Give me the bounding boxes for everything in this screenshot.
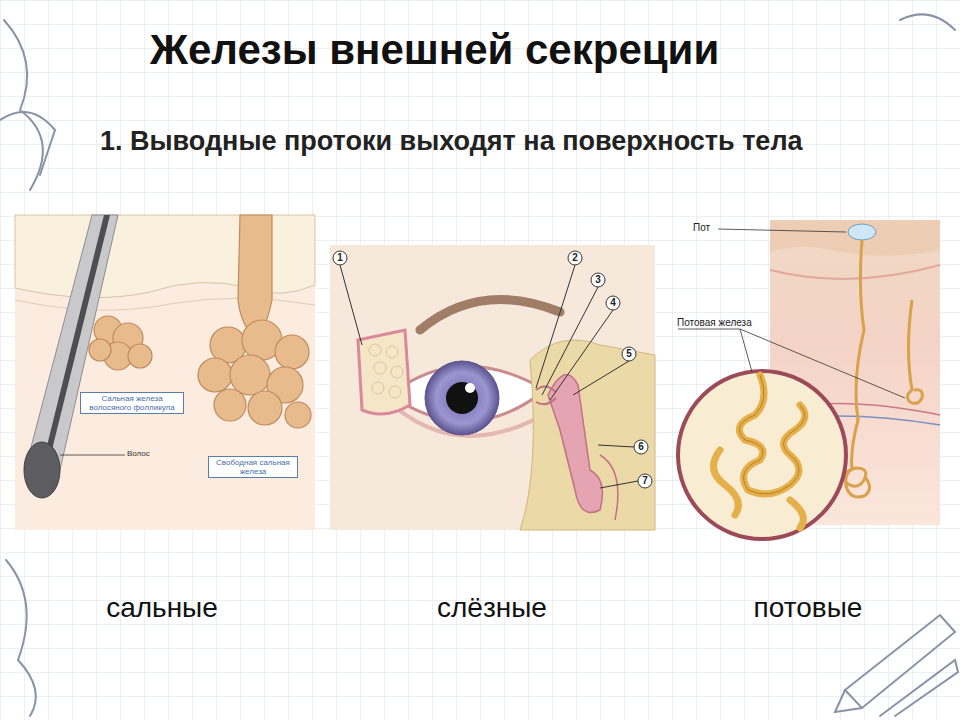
- panel-caption: потовые: [708, 592, 908, 624]
- part-label: Потовая железа: [677, 317, 752, 328]
- eye-illustration-part: [548, 375, 602, 513]
- callout-circles-part: [622, 347, 636, 361]
- eye-illustration-part: [369, 344, 403, 398]
- sebaceous-illustration-part: [41, 215, 110, 470]
- callout-leaders-part: [600, 481, 638, 488]
- eye-illustration-part: [536, 398, 556, 404]
- sebaceous-illustration-part-part: [285, 402, 311, 428]
- callout-circles: [333, 251, 652, 488]
- sweat-gland-illustration-part-part: [844, 468, 869, 497]
- eye-illustration-part: [425, 361, 499, 435]
- callout-leaders-part: [542, 287, 598, 395]
- leader-lines-part: [718, 229, 846, 232]
- eye-illustration-part: [520, 340, 655, 530]
- eye-illustration-part: [446, 382, 478, 414]
- label-text: Свободная сальная железа: [212, 458, 294, 476]
- leader-lines-part: [740, 329, 905, 398]
- sebaceous-illustration-part-part: [128, 344, 152, 368]
- sebaceous-illustration-part: [15, 215, 315, 530]
- subtitle: 1. Выводные протоки выходят на поверхнос…: [100, 126, 803, 157]
- eye-illustration: [330, 245, 655, 530]
- label-text: Сальная железа волосяного фолликула: [84, 394, 180, 412]
- sweat-gland-illustration-part: [714, 375, 805, 528]
- sweat-gland-illustration-part: [852, 240, 864, 470]
- eye-illustration-part: [420, 300, 560, 330]
- callout-circles-part: [638, 474, 652, 488]
- sweat-gland-illustration-part-part: [739, 375, 805, 494]
- sweat-gland-illustration-part: [770, 265, 940, 279]
- sweat-gland-illustration-part: [678, 371, 846, 539]
- sweat-gland-illustration-part: [844, 300, 922, 497]
- leader-lines: [678, 229, 905, 398]
- pencil-sketch-part: [880, 660, 958, 716]
- eye-illustration-part-part: [391, 366, 403, 378]
- callout-leaders-part: [340, 265, 362, 345]
- callout-circles-part: [333, 251, 347, 265]
- callout-number: 5: [621, 346, 637, 362]
- callout-circles-part: [634, 440, 648, 454]
- eye-illustration-part-part: [372, 382, 384, 394]
- callout-number: 7: [637, 473, 653, 489]
- sweat-gland-illustration-part-part: [739, 375, 805, 494]
- sebaceous-illustration-part-part: [248, 391, 282, 425]
- sebaceous-illustration-part-part: [198, 358, 232, 392]
- sweat-gland-illustration-part-part: [714, 450, 804, 528]
- sebaceous-illustration-part-part: [238, 215, 272, 330]
- pencil-sketch-part: [0, 112, 55, 175]
- eye-illustration-part-part: [386, 346, 398, 358]
- sebaceous-illustration-part-part: [275, 335, 309, 369]
- callout-leaders-part: [598, 445, 634, 447]
- eye-illustration-part-part: [374, 362, 386, 374]
- callout-circles-part: [591, 273, 605, 287]
- callout-number: 6: [633, 439, 649, 455]
- eye-illustration-part-part: [389, 386, 401, 398]
- part-label: Волос: [127, 449, 150, 458]
- callout-leaders: [340, 265, 638, 488]
- part-label: Пот: [693, 222, 710, 233]
- sebaceous-illustration-part-part: [214, 389, 246, 421]
- pencil-sketch: [0, 14, 958, 716]
- callout-circles-part: [606, 296, 620, 310]
- pencil-sketch-part: [4, 20, 43, 190]
- slide-title: Железы внешней секреции: [150, 26, 719, 74]
- sebaceous-illustration-part-part: [89, 339, 111, 361]
- callout-circles-part: [568, 251, 582, 265]
- sweat-gland-illustration: [678, 220, 940, 539]
- sweat-gland-illustration-part: [770, 220, 940, 256]
- eye-illustration-part: [465, 383, 475, 393]
- sweat-gland-illustration-part-part: [907, 300, 922, 403]
- callout-leaders-part: [550, 310, 613, 400]
- callout-number: 2: [567, 250, 583, 266]
- pencil-sketch-part: [6, 560, 36, 716]
- sebaceous-illustration-part: [60, 455, 125, 456]
- panel-caption: сальные: [62, 592, 262, 624]
- label-box: Сальная железа волосяного фолликула: [80, 392, 184, 414]
- pencil-sketch-part: [835, 690, 862, 712]
- sebaceous-illustration: [15, 215, 315, 530]
- sebaceous-illustration-part: [24, 442, 60, 498]
- eye-illustration-part: [358, 330, 410, 414]
- callout-number: 4: [605, 295, 621, 311]
- label-box: Свободная сальная железа: [208, 456, 298, 478]
- callout-number: 3: [590, 272, 606, 288]
- pencil-sketch-part: [845, 615, 955, 708]
- sebaceous-illustration-part-part: [230, 355, 270, 395]
- pencil-sketch-part: [900, 14, 955, 30]
- panel-caption: слёзные: [392, 592, 592, 624]
- eye-illustration-part: [330, 245, 655, 530]
- sweat-gland-illustration-part: [739, 375, 805, 494]
- sweat-gland-illustration-part: [848, 224, 876, 240]
- callout-leaders-part: [573, 361, 629, 395]
- leader-lines-part: [678, 329, 752, 372]
- eye-illustration-part-part: [369, 344, 381, 356]
- callout-number: 1: [332, 250, 348, 266]
